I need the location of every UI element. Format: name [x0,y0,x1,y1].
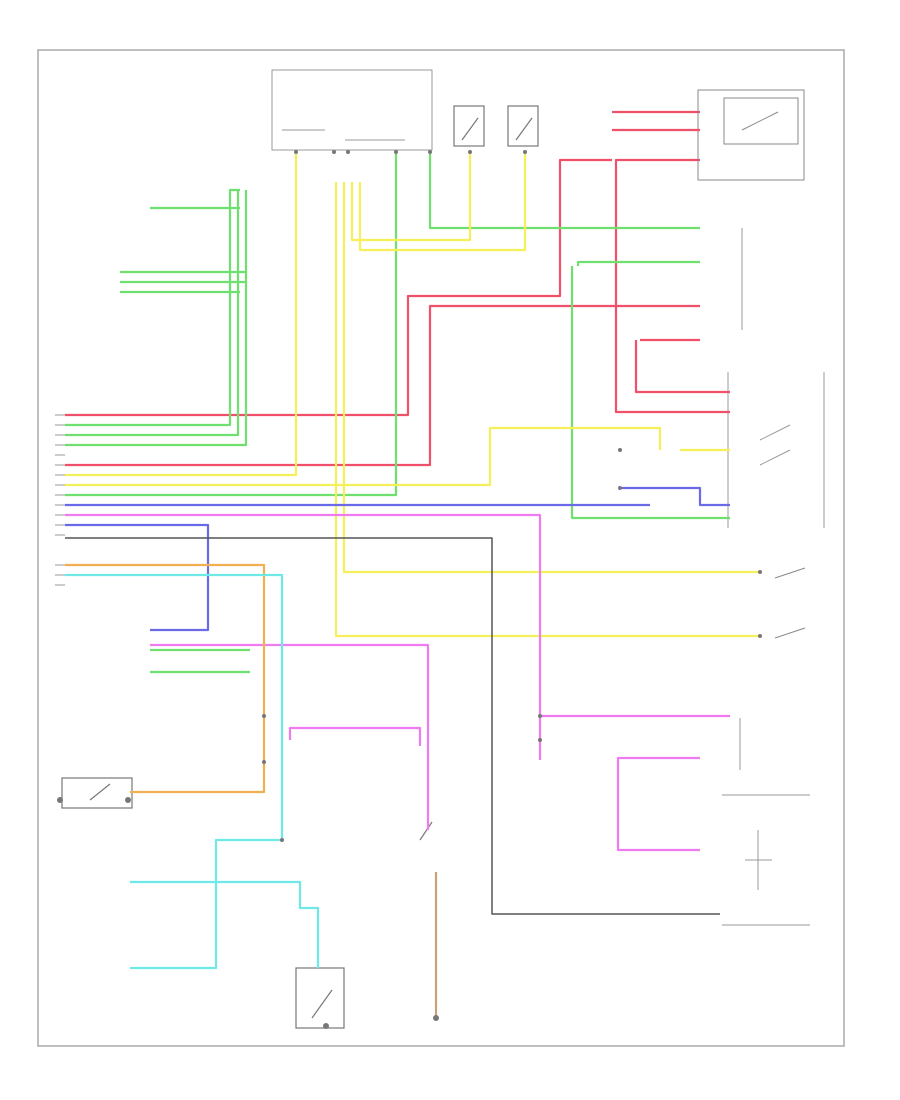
wire-orange [65,563,266,794]
left-connector-ticks [55,414,65,586]
connector-dots [57,150,762,1029]
wire-magenta [288,726,422,746]
wire-blue [65,523,210,632]
wire-magenta [65,513,542,760]
wire-green [570,266,730,520]
right-top-switch-component [697,89,805,181]
wire-blue [620,486,730,507]
top-connector-block [271,69,433,151]
wire-yellow [350,152,472,242]
wire-cyan [216,880,320,968]
wire-green [65,152,398,497]
bottom-center-switch [295,821,433,1029]
wire-magenta [150,643,430,830]
wire-red [634,340,730,394]
diagram-border [37,49,845,1047]
wire-black [65,537,720,915]
top-switches [453,105,539,147]
wire-red [65,158,612,417]
wire-green [65,188,240,427]
wire-green [576,260,700,266]
wire-yellow [65,426,662,487]
wire-yellow [334,182,760,638]
wire-green [428,152,700,230]
right-mid-bracket [727,228,825,528]
wire-green [65,190,248,447]
wire-yellow [65,152,298,477]
left-switch-component [61,777,133,809]
right-lower-switches [774,567,806,639]
wire-cyan [130,882,218,970]
wire-yellow [358,152,527,252]
wire-magenta [616,756,700,852]
wire-cyan [65,573,284,884]
wire-green [65,190,240,437]
right-bottom-module [722,718,810,926]
wire-red [65,304,700,467]
wire-red [614,158,730,414]
wire-yellow [342,182,760,574]
wires [65,110,760,1018]
